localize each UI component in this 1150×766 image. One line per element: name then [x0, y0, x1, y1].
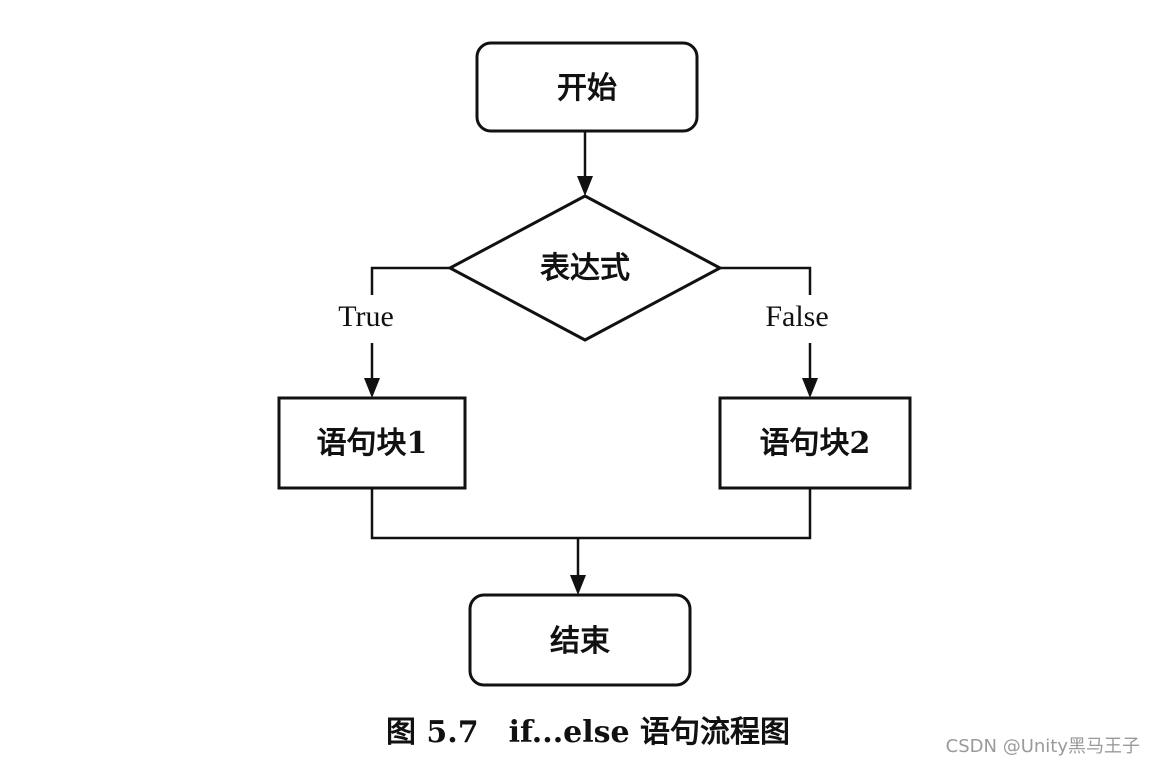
condition-node: 表达式	[446, 194, 724, 342]
arrowhead-condition-to-block1	[364, 378, 380, 398]
block2-node: 语句块2	[718, 396, 912, 490]
block1-node-label: 语句块1	[317, 426, 428, 461]
figure-caption: 图 5.7 if...else 语句流程图	[386, 715, 790, 750]
block2-node-label: 语句块2	[760, 426, 871, 461]
block1-node: 语句块1	[277, 396, 467, 490]
condition-node-label: 表达式	[540, 251, 630, 286]
arrowhead-merge-to-end	[570, 575, 586, 595]
end-node: 结束	[468, 593, 692, 687]
edge-block1-to-merge	[370, 488, 812, 540]
arrowhead-condition-to-block2	[802, 378, 818, 398]
start-node-label: 开始	[557, 71, 617, 106]
edges	[364, 131, 818, 595]
edge-condition-to-block1	[370, 266, 450, 295]
false-branch-label: False	[765, 300, 828, 333]
start-node: 开始	[475, 41, 699, 133]
watermark: CSDN @Unity黑马王子	[946, 736, 1140, 757]
edge-condition-to-block2	[720, 266, 812, 295]
end-node-label: 结束	[550, 624, 610, 659]
true-branch-label: True	[338, 300, 394, 333]
arrowhead-start-to-condition	[577, 176, 593, 196]
